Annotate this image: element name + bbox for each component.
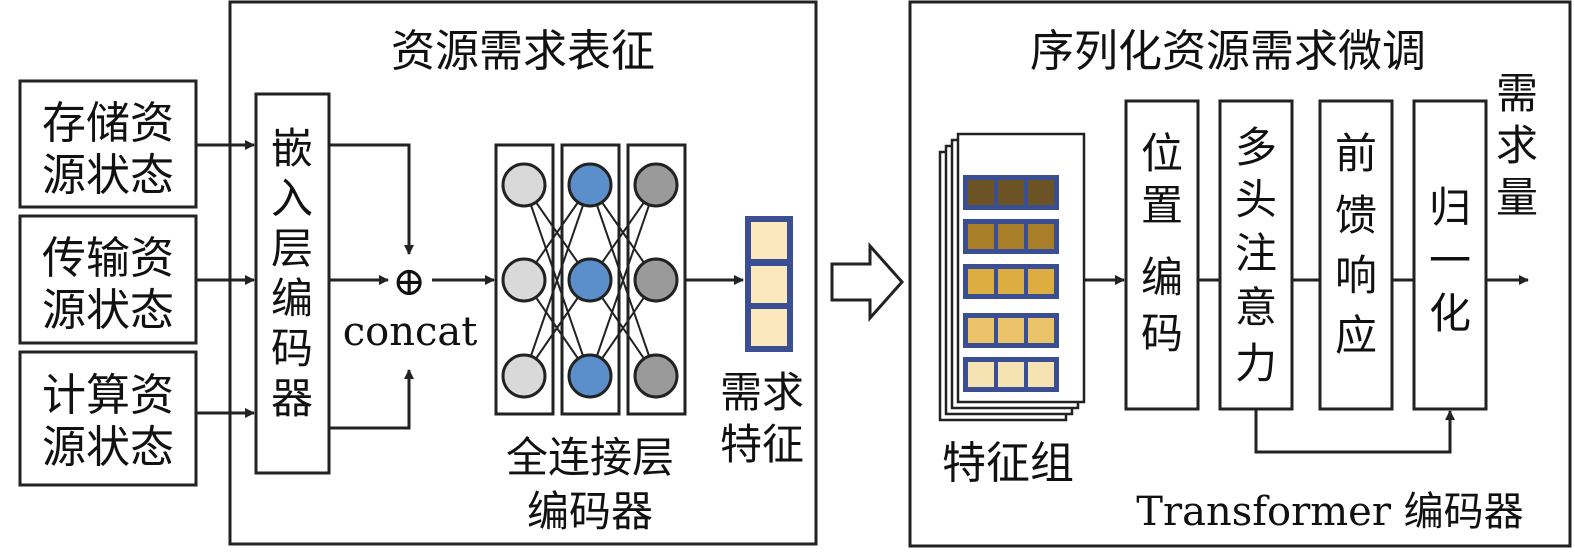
fc-encoder: 全连接层 编码器 [494, 143, 687, 536]
embedding-char-1: 嵌 [271, 124, 313, 173]
norm-char-1: 归 [1429, 183, 1471, 232]
feature-row [963, 357, 1059, 392]
feature-group-label: 特征组 [942, 438, 1074, 489]
demand-char-3: 量 [1496, 173, 1538, 222]
input-storage: 存储资 源状态 [18, 79, 198, 209]
demand-feature-vector: 需求 特征 [720, 216, 804, 469]
embedding-char-6: 器 [271, 374, 313, 423]
input-transfer: 传输资 源状态 [18, 214, 198, 345]
fc-node [633, 162, 679, 208]
right-panel-title: 序列化资源需求微调 [1030, 26, 1426, 77]
fc-node [501, 162, 547, 208]
demand-char-1: 需 [1496, 69, 1538, 118]
mha-char-4: 意 [1235, 283, 1277, 332]
mha-char-3: 注 [1235, 229, 1277, 278]
input-transfer-line1: 传输资 [42, 233, 174, 284]
feature-row [963, 313, 1059, 348]
norm-char-3: 化 [1429, 289, 1471, 338]
concat-symbol: ⊕ [392, 259, 426, 305]
arrow-embed-bottom [329, 369, 414, 430]
feature-row [963, 219, 1059, 254]
feature-cell [751, 222, 787, 259]
ff-char-1: 前 [1335, 129, 1377, 178]
embedding-layer: 嵌 入 层 编 码 器 [254, 92, 331, 475]
feed-forward: 前 馈 响 应 [1318, 99, 1394, 411]
fc-label-line1: 全连接层 [506, 433, 674, 482]
ff-char-2: 馈 [1335, 191, 1377, 240]
fc-node [501, 353, 547, 399]
transformer-encoder-label: Transformer 编码器 [1136, 489, 1523, 535]
mha-char-1: 多 [1235, 123, 1277, 172]
fc-node [501, 257, 547, 303]
position-char-1: 位 [1141, 129, 1183, 178]
input-transfer-line2: 源状态 [42, 285, 174, 336]
position-char-4: 码 [1141, 309, 1183, 358]
fc-node [633, 353, 679, 399]
transition-arrow [830, 242, 905, 322]
residual-connection [1254, 409, 1455, 454]
position-char-3: 编 [1141, 253, 1183, 302]
feature-row [963, 264, 1059, 299]
embedding-char-2: 入 [271, 174, 313, 223]
input-storage-line1: 存储资 [42, 98, 174, 149]
feature-cell [751, 266, 787, 303]
demand-feature-line1: 需求 [720, 368, 804, 417]
fc-node [567, 257, 613, 303]
feature-group: 特征组 [938, 132, 1086, 489]
position-encoding: 位 置 编 码 [1124, 99, 1200, 411]
norm-char-2: 一 [1429, 236, 1471, 285]
input-storage-line2: 源状态 [42, 150, 174, 201]
concat-node: ⊕ concat [343, 259, 478, 355]
position-char-2: 置 [1141, 181, 1183, 230]
input-compute-line1: 计算资 [42, 370, 174, 421]
demand-char-2: 求 [1496, 121, 1538, 170]
feature-row [963, 175, 1059, 210]
left-panel-title: 资源需求表征 [391, 26, 655, 77]
embedding-char-5: 码 [271, 324, 313, 373]
input-compute-line2: 源状态 [42, 422, 174, 473]
demand-feature-line2: 特征 [720, 420, 804, 469]
ff-char-3: 响 [1335, 251, 1377, 300]
normalization: 归 一 化 [1412, 99, 1488, 411]
fc-node [567, 353, 613, 399]
input-compute: 计算资 源状态 [18, 350, 198, 487]
mha-char-5: 力 [1235, 339, 1277, 388]
mha-char-2: 头 [1235, 175, 1277, 224]
multi-head-attention: 多 头 注 意 力 [1218, 99, 1294, 411]
fc-node [567, 162, 613, 208]
embedding-char-4: 编 [271, 274, 313, 323]
ff-char-4: 应 [1335, 311, 1377, 360]
fc-node [633, 257, 679, 303]
embedding-char-3: 层 [271, 224, 313, 273]
demand-output: 需 求 量 [1496, 69, 1538, 222]
feature-cell [751, 309, 787, 346]
concat-label: concat [343, 309, 478, 355]
fc-label-line2: 编码器 [527, 487, 653, 536]
arrow-embed-top [329, 143, 414, 255]
